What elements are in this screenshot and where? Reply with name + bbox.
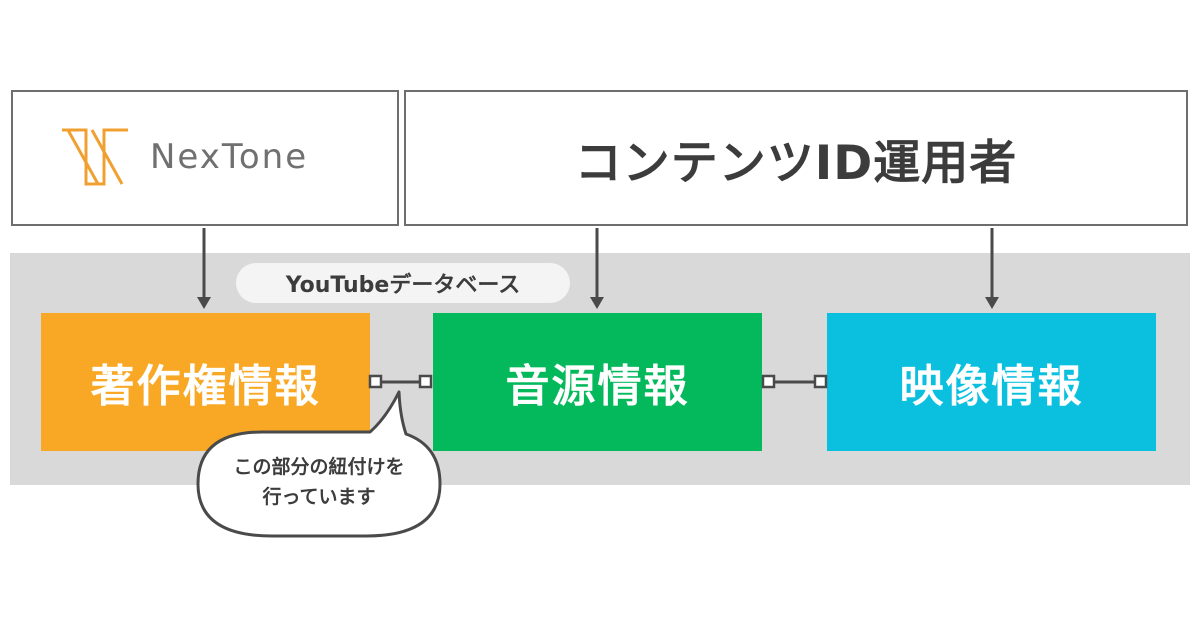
- video-info-box: 映像情報: [827, 313, 1156, 451]
- audio-info-label: 音源情報: [505, 361, 690, 412]
- youtube-database-pill: YouTubeデータベース: [236, 263, 570, 303]
- nextone-box: [11, 90, 399, 226]
- callout-text: この部分の紐付けを 行っています: [200, 452, 438, 512]
- youtube-database-label: YouTubeデータベース: [285, 273, 521, 298]
- content-id-operator-label: コンテンツID運用者: [574, 135, 1018, 191]
- content-id-operator-box: コンテンツID運用者: [404, 90, 1188, 226]
- copyright-info-label: 著作権情報: [90, 361, 321, 412]
- callout-line-1: この部分の紐付けを: [233, 456, 405, 478]
- callout-line-2: 行っています: [262, 486, 376, 508]
- video-info-label: 映像情報: [899, 361, 1084, 412]
- copyright-info-box: 著作権情報: [41, 313, 370, 451]
- audio-info-box: 音源情報: [433, 313, 762, 451]
- nextone-logo-icon: [62, 128, 128, 186]
- nextone-logo-text: NexTone: [150, 137, 309, 177]
